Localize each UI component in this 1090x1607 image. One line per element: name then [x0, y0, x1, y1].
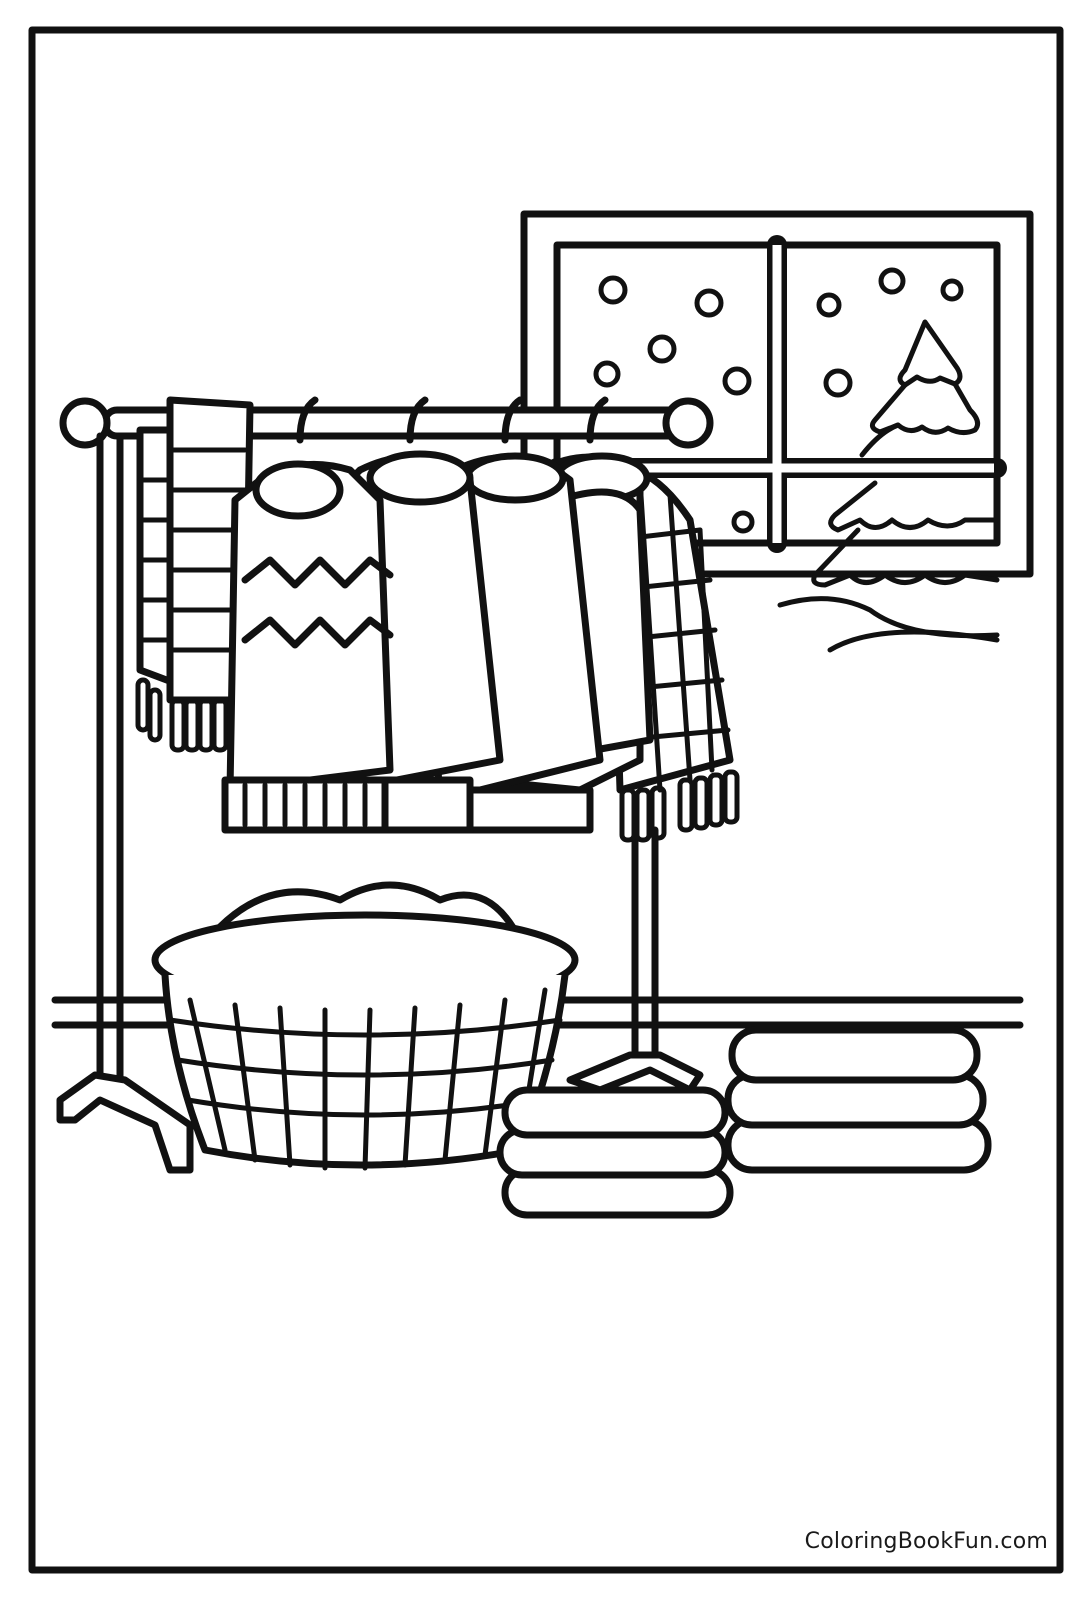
snowflakes: [593, 267, 964, 534]
towel-stack-left: [496, 1086, 734, 1219]
towel-stack-right: [724, 1026, 992, 1174]
sweaters: [221, 396, 654, 834]
watermark: ColoringBookFun.com: [804, 1529, 1048, 1554]
page-border: [28, 26, 1064, 1574]
sweater-1: [221, 396, 394, 834]
clothes-rack: [56, 397, 714, 1174]
laundry-basket: [151, 881, 579, 1171]
